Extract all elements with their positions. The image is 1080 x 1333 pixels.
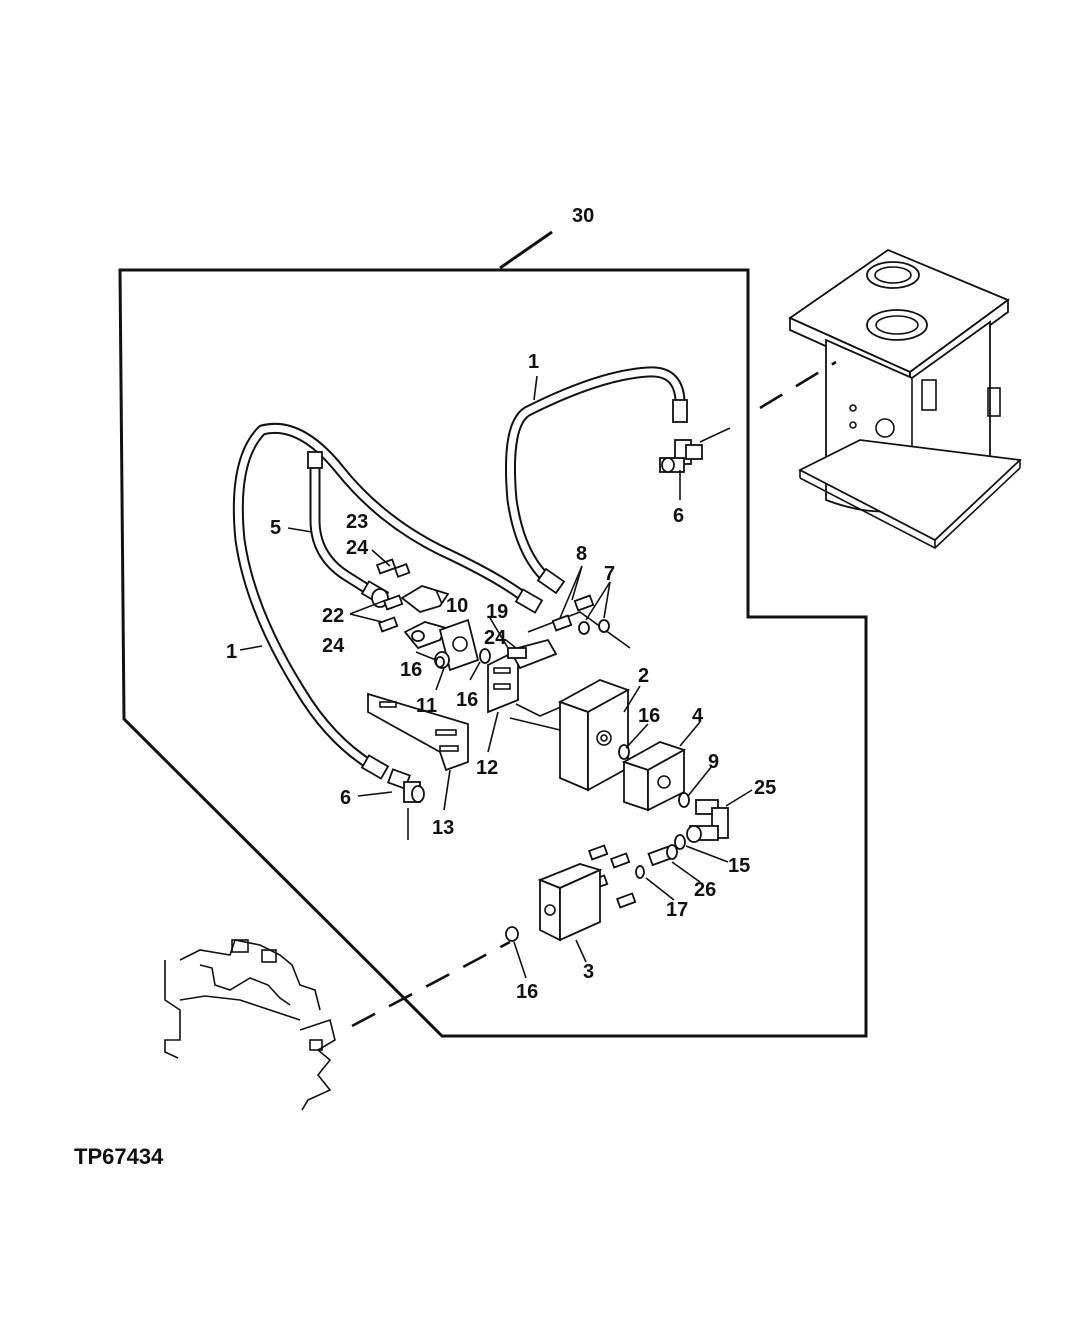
hydraulic-tank xyxy=(788,248,1023,549)
line-fitting-block xyxy=(527,611,631,649)
callout-9: 9 xyxy=(708,751,719,773)
fittings-8 xyxy=(551,594,595,632)
callout-13: 13 xyxy=(432,817,454,839)
callout-8: 8 xyxy=(576,543,587,565)
callout-1-left: 1 xyxy=(226,641,237,663)
hose-1-left xyxy=(232,422,544,780)
o-ring-16-c xyxy=(618,744,630,760)
bracket-19 xyxy=(507,638,558,670)
leader-lines xyxy=(239,375,753,979)
hose-5 xyxy=(307,451,390,608)
tank-dash-link xyxy=(759,360,837,410)
callout-1-top: 1 xyxy=(528,351,539,373)
callout-24-b: 24 xyxy=(484,627,507,649)
valve-block-2 xyxy=(557,679,631,792)
o-ring-17 xyxy=(635,865,645,879)
callout-16-a: 16 xyxy=(400,659,422,681)
assembly-outline xyxy=(118,268,868,1038)
callout-2: 2 xyxy=(638,665,649,687)
leader-30 xyxy=(499,230,553,270)
callout-24-a: 24 xyxy=(346,537,369,559)
callout-19: 19 xyxy=(486,601,508,623)
callout-15: 15 xyxy=(728,855,750,877)
frame-dash-link xyxy=(351,940,511,1028)
o-ring-7-b xyxy=(598,619,610,633)
elbow-fitting-25 xyxy=(686,799,729,843)
callout-6-right: 6 xyxy=(673,505,684,527)
callout-6-left: 6 xyxy=(340,787,351,809)
hose-1-upper xyxy=(505,366,688,595)
fitting-26 xyxy=(647,844,678,867)
callout-17: 17 xyxy=(666,899,688,921)
callout-labels: 30 1 6 5 23 24 8 7 22 10 19 24 24 1 16 1… xyxy=(226,205,776,1003)
callout-23: 23 xyxy=(346,511,368,533)
elbow-fitting-6-left xyxy=(386,768,425,840)
machine-frame-sketch xyxy=(164,939,336,1111)
callout-30: 30 xyxy=(572,205,594,227)
o-ring-7-a xyxy=(578,621,590,635)
figure-id: TP67434 xyxy=(74,1144,164,1169)
plate-13 xyxy=(367,692,469,772)
callout-10: 10 xyxy=(446,595,468,617)
valve-block-4 xyxy=(621,741,687,812)
callout-4: 4 xyxy=(692,705,704,727)
callout-26: 26 xyxy=(694,879,716,901)
tank-port-line xyxy=(699,427,731,443)
split-flange-10 xyxy=(400,585,450,650)
o-ring-16-d xyxy=(505,926,519,942)
callout-7: 7 xyxy=(604,563,615,585)
o-ring-16-b xyxy=(479,648,491,664)
callout-16-c: 16 xyxy=(638,705,660,727)
callout-12: 12 xyxy=(476,757,498,779)
block2-link xyxy=(509,717,561,731)
elbow-fitting-6-right xyxy=(659,439,703,473)
callout-22: 22 xyxy=(322,605,344,627)
valve-block-3 xyxy=(537,863,603,942)
bracket-12 xyxy=(487,648,519,714)
o-ring-9 xyxy=(678,792,690,808)
o-ring-15 xyxy=(674,834,686,850)
callout-25: 25 xyxy=(754,777,776,799)
callout-11: 11 xyxy=(416,695,437,717)
callout-24-c: 24 xyxy=(322,635,345,657)
o-ring-16-a xyxy=(435,656,445,668)
callout-5: 5 xyxy=(270,517,281,539)
callout-3: 3 xyxy=(583,961,594,983)
callout-16-b: 16 xyxy=(456,689,478,711)
callout-16-d: 16 xyxy=(516,981,538,1003)
